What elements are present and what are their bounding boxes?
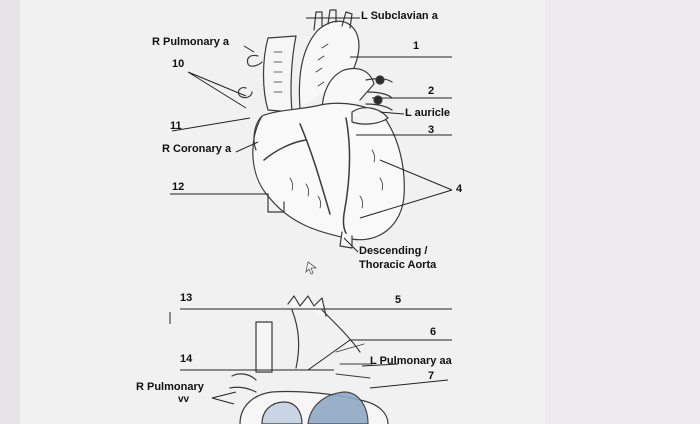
blank-number-1: 1 xyxy=(413,40,420,52)
leader-r-coronary-a xyxy=(235,141,259,153)
leader-10 xyxy=(187,71,247,109)
blank-number-7: 7 xyxy=(428,370,435,382)
label-descending-line2: Thoracic Aorta xyxy=(359,259,437,271)
blank-number-3: 3 xyxy=(428,124,435,136)
paper-shadow xyxy=(545,0,700,424)
blank-number-10: 10 xyxy=(172,58,185,70)
blank-number-12: 12 xyxy=(172,181,185,193)
blank-number-4: 4 xyxy=(456,183,463,195)
blank-number-14: 14 xyxy=(180,353,193,365)
label-r-coronary-a: R Coronary a xyxy=(162,143,232,155)
leader-14-cross xyxy=(307,339,351,371)
leader-l-pulmonary-aa xyxy=(361,363,399,367)
leader-l-auricle xyxy=(379,111,405,115)
label-l-subclavian: L Subclavian a xyxy=(361,10,438,22)
cursor-arrow-icon xyxy=(305,261,318,275)
heart-posterior-drawing xyxy=(229,295,389,424)
label-r-pulmonary-vv-line2: vv xyxy=(178,394,190,405)
top-leader-lines xyxy=(170,17,453,253)
blank-number-11: 11 xyxy=(170,120,182,132)
leader-descending-aorta xyxy=(343,237,359,253)
answer-line-7 xyxy=(369,379,449,389)
leader-r-pulmonary-a xyxy=(243,45,255,53)
leader-r-pulmonary-vv xyxy=(211,391,237,405)
label-r-pulmonary-vv-line1: R Pulmonary xyxy=(136,381,204,393)
label-descending-line1: Descending / xyxy=(359,245,428,257)
blank-number-13: 13 xyxy=(180,292,193,304)
blank-number-6: 6 xyxy=(430,326,437,338)
label-r-pulmonary-a: R Pulmonary a xyxy=(152,36,230,48)
answer-line-11 xyxy=(171,117,251,132)
leader-4 xyxy=(359,159,453,219)
blank-number-5: 5 xyxy=(395,294,402,306)
label-l-pulmonary-aa: L Pulmonary aa xyxy=(370,355,452,367)
bottom-leader-lines xyxy=(169,308,452,405)
label-l-auricle: L auricle xyxy=(405,107,451,119)
blank-number-2: 2 xyxy=(428,85,435,97)
